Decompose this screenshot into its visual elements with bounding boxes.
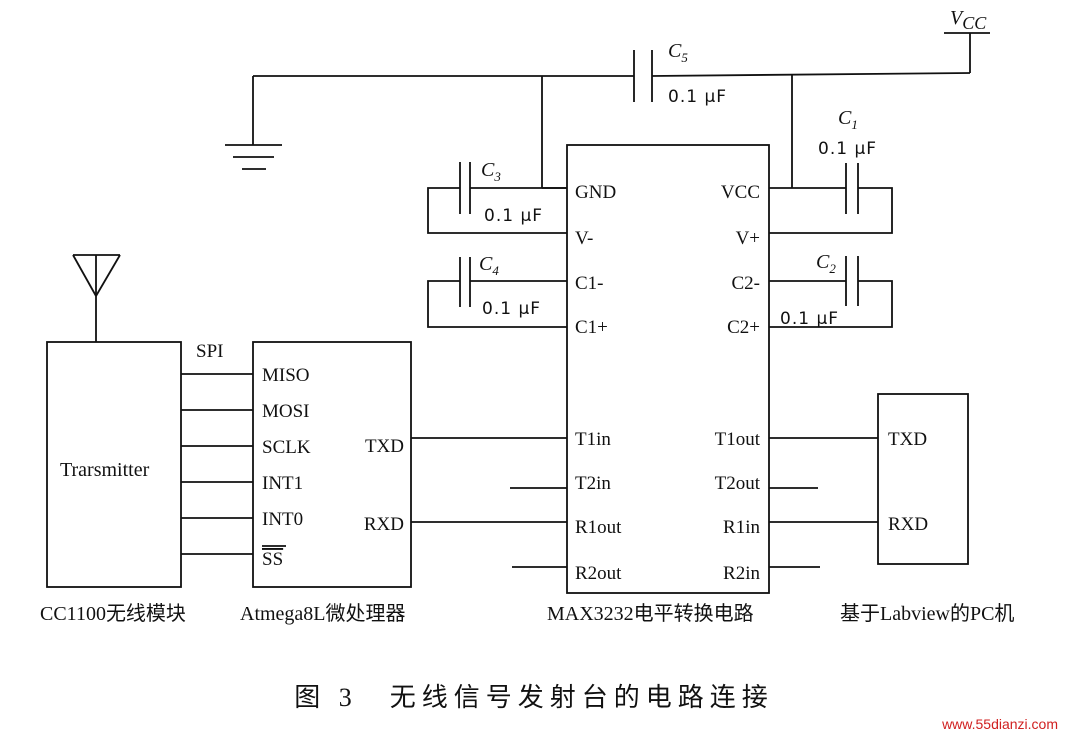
max-pin-c1plus: C1+ <box>575 317 608 338</box>
figure-caption: 图 3 无线信号发射台的电路连接 <box>294 683 774 712</box>
c2-label: C2 <box>816 251 836 276</box>
mcu-pin-ss: SS <box>262 549 283 570</box>
max-pin-c1minus: C1- <box>575 273 604 294</box>
mcu-pin-int1: INT1 <box>262 473 303 494</box>
max3232-left-pins: GND V- C1- C1+ T1in T2in R1out R2out <box>575 182 622 584</box>
vcc-label: VCC <box>950 7 987 33</box>
mcu-pin-sclk: SCLK <box>262 437 311 458</box>
c5-label: C5 <box>668 40 688 65</box>
pc-pin-txd: TXD <box>888 429 927 450</box>
ground-symbol <box>225 144 282 170</box>
max3232-right-pins: VCC V+ C2- C2+ T1out T2out R1in R2in <box>715 182 761 584</box>
transmitter-module <box>46 341 182 588</box>
max-pin-t1in: T1in <box>575 429 611 450</box>
capacitor-c1: C1 0.1 μF <box>769 107 893 234</box>
unconnected-stubs <box>510 487 820 568</box>
c3-value: 0.1 μF <box>484 206 543 226</box>
mcu-caption: Atmega8L微处理器 <box>240 602 406 625</box>
mcu-pin-txd: TXD <box>365 436 404 457</box>
mcu-left-pins: MISO MOSI SCLK INT1 INT0 SS <box>262 365 311 570</box>
mcu-pin-rxd: RXD <box>364 514 404 535</box>
max-pin-t2in: T2in <box>575 473 611 494</box>
spi-bus-wires <box>181 373 253 555</box>
max-pin-gnd: GND <box>575 182 616 203</box>
watermark: www.55dianzi.com <box>941 716 1058 732</box>
max-pin-t1out: T1out <box>715 429 761 450</box>
c1-value: 0.1 μF <box>818 139 877 159</box>
max3232-chip <box>566 144 770 594</box>
c1-label: C1 <box>838 107 858 132</box>
antenna-symbol <box>72 254 121 342</box>
max-pin-r1out: R1out <box>575 517 622 538</box>
mcu-right-pins: TXD RXD <box>364 436 404 535</box>
max3232-caption: MAX3232电平转换电路 <box>547 602 754 625</box>
pc-pin-rxd: RXD <box>888 514 928 535</box>
max-pin-r1in: R1in <box>723 517 760 538</box>
capacitor-c5: C5 0.1 μF <box>633 40 727 107</box>
transmitter-label: Trarsmitter <box>60 459 150 481</box>
mcu-chip <box>252 341 412 588</box>
capacitor-c4: C4 0.1 μF <box>427 253 567 328</box>
max-pin-c2minus: C2- <box>732 273 761 294</box>
spi-label: SPI <box>196 341 223 362</box>
max-pin-vplus: V+ <box>736 228 760 249</box>
pc-caption: 基于Labview的PC机 <box>840 602 1014 625</box>
max-pin-vcc: VCC <box>721 182 760 203</box>
c4-value: 0.1 μF <box>482 299 541 319</box>
capacitor-c2: C2 0.1 μF <box>769 251 893 329</box>
c5-value: 0.1 μF <box>668 87 727 107</box>
c3-label: C3 <box>481 159 501 184</box>
c4-label: C4 <box>479 253 499 278</box>
top-rail-wire <box>252 72 971 188</box>
transmitter-caption: CC1100无线模块 <box>40 602 186 625</box>
mcu-pin-miso: MISO <box>262 365 310 386</box>
max-pin-r2in: R2in <box>723 563 760 584</box>
mcu-pin-mosi: MOSI <box>262 401 310 422</box>
mcu-pin-int0: INT0 <box>262 509 303 530</box>
max-pin-r2out: R2out <box>575 563 622 584</box>
vcc-terminal: VCC <box>944 7 990 73</box>
c2-value: 0.1 μF <box>780 309 839 329</box>
max-pin-vminus: V- <box>575 228 593 249</box>
capacitor-c3: C3 0.1 μF <box>427 159 567 234</box>
pc-box <box>877 393 969 565</box>
max-pin-t2out: T2out <box>715 473 761 494</box>
max-pin-c2plus: C2+ <box>727 317 760 338</box>
